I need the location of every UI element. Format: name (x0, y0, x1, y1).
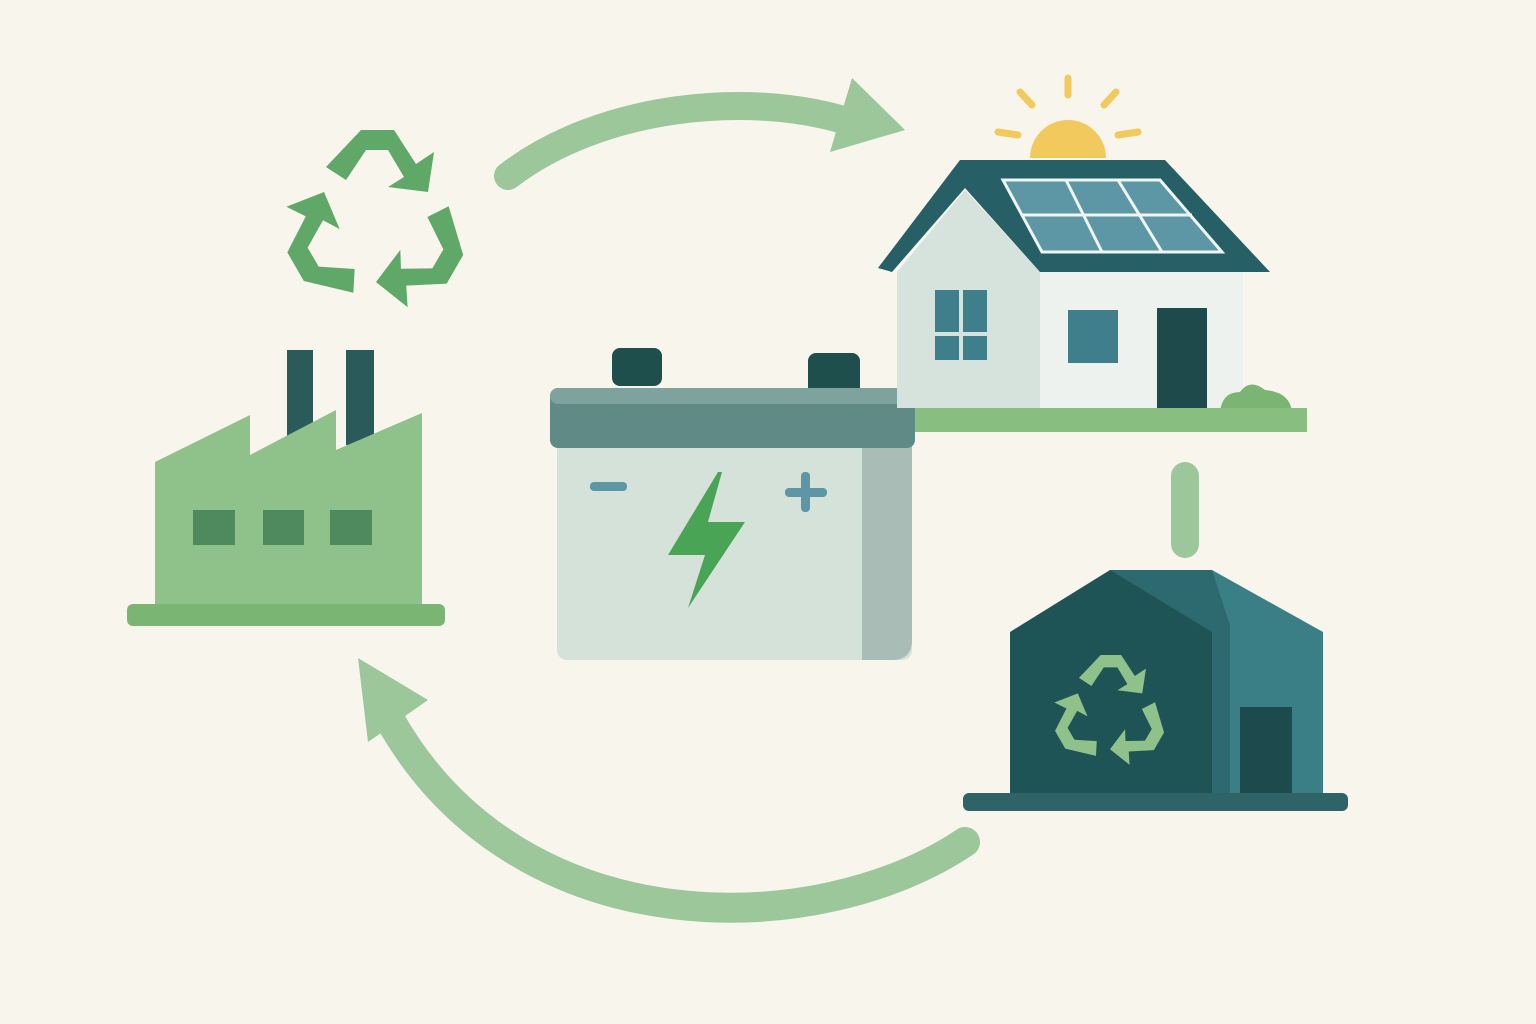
battery-icon (550, 348, 915, 660)
factory-window (330, 510, 372, 545)
plus-sign-icon (785, 472, 827, 512)
factory-window (263, 510, 304, 545)
connector-line (1171, 462, 1199, 558)
factory-window (193, 510, 235, 545)
recycle-icon (267, 130, 481, 319)
lightning-icon (668, 472, 745, 608)
factory-icon (127, 350, 445, 626)
sun-icon (994, 74, 1142, 158)
cycle-arrow-icon-bottom (358, 658, 980, 923)
minus-sign-icon (590, 482, 627, 491)
house-icon (878, 160, 1307, 432)
cycle-arrow-icon-top (494, 78, 905, 190)
recycling-plant-icon (963, 570, 1348, 811)
